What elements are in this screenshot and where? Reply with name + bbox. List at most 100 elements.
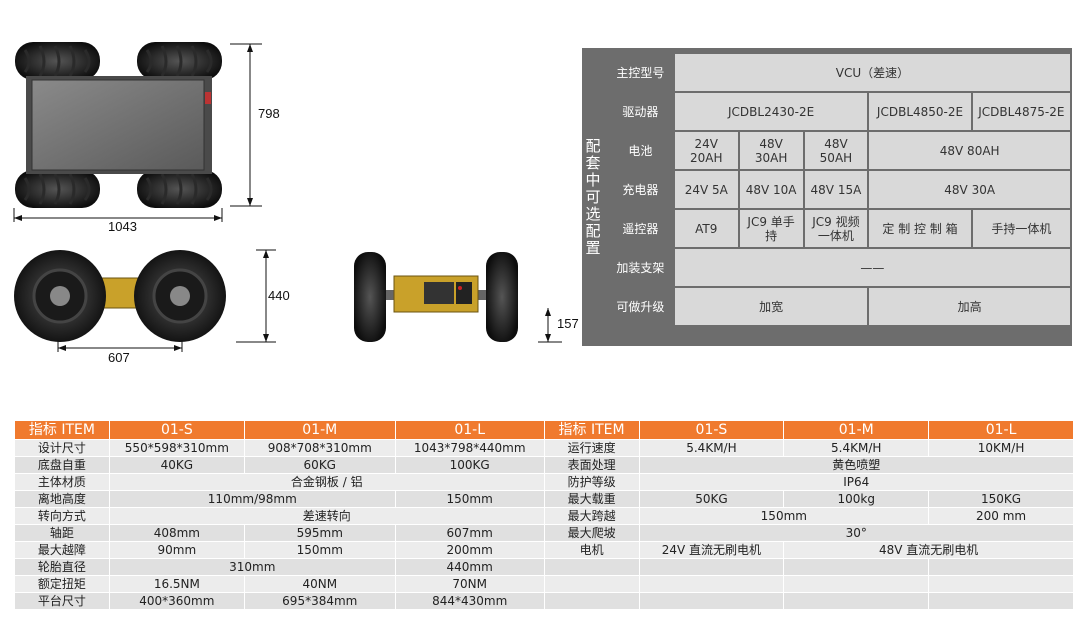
spec-cell: 最大跨越: [544, 508, 639, 524]
spec-cell: 110mm/98mm: [109, 491, 395, 507]
spec-cell: [784, 593, 929, 609]
config-row-head: 主控型号: [608, 54, 673, 91]
spec-cell: 合金钢板 / 铝: [109, 474, 544, 490]
dim-top-height: 798: [258, 106, 280, 121]
spec-cell: 40KG: [109, 457, 244, 473]
spec-header: 指标 ITEM: [15, 421, 109, 439]
config-row-head: 充电器: [608, 171, 673, 208]
config-row-head: 可做升级: [608, 288, 673, 325]
config-cell: 24V 5A: [674, 171, 738, 208]
config-cell: 加宽: [674, 288, 868, 325]
config-row: 加装支架——: [608, 249, 1070, 286]
spec-cell: 平台尺寸: [15, 593, 109, 609]
config-cell: JCDBL4875-2E: [972, 93, 1070, 130]
spec-cell: 100KG: [395, 457, 544, 473]
spec-cell: 60KG: [244, 457, 395, 473]
spec-cell: 16.5NM: [109, 576, 244, 592]
spec-header: 指标 ITEM: [544, 421, 639, 439]
config-row-head: 遥控器: [608, 210, 673, 247]
spec-header: 01-M: [244, 421, 395, 439]
config-cell: AT9: [674, 210, 738, 247]
side-wheel-rear: [134, 250, 226, 342]
top-view-drawing: [13, 42, 262, 222]
spec-cell: [639, 576, 784, 592]
spec-cell: 150mm: [395, 491, 544, 507]
spec-cell: [784, 576, 929, 592]
top-wheel-fr: [137, 42, 222, 80]
spec-cell: 差速转向: [109, 508, 544, 524]
config-cell: 48V 15A: [804, 171, 868, 208]
spec-cell: 1043*798*440mm: [395, 440, 544, 456]
spec-cell: 10KM/H: [929, 440, 1073, 456]
spec-cell: 100kg: [784, 491, 929, 507]
config-side-char: 配: [585, 136, 601, 155]
spec-cell: IP64: [639, 474, 1073, 490]
spec-cell: 50KG: [639, 491, 784, 507]
top-wheel-rl: [15, 170, 100, 208]
spec-cell: 70NM: [395, 576, 544, 592]
config-cell: ——: [674, 249, 1070, 286]
side-wheel-front: [14, 250, 106, 342]
config-cell: 手持一体机: [972, 210, 1070, 247]
spec-cell: 440mm: [395, 559, 544, 575]
config-cell: 48V 30AH: [739, 132, 803, 169]
spec-cell: 5.4KM/H: [784, 440, 929, 456]
config-cell: 定 制 控 制 箱: [869, 210, 971, 247]
spec-cell: 额定扭矩: [15, 576, 109, 592]
config-side-char: 可: [585, 187, 601, 206]
config-side-label: 配套中可选配置: [582, 48, 604, 346]
config-cell: 24V 20AH: [674, 132, 738, 169]
config-cell: 48V 30A: [869, 171, 1070, 208]
spec-header: 01-M: [784, 421, 929, 439]
spec-cell: 设计尺寸: [15, 440, 109, 456]
spec-cell: [784, 559, 929, 575]
spec-cell: 轮胎直径: [15, 559, 109, 575]
spec-cell: 30°: [639, 525, 1073, 541]
spec-cell: 底盘自重: [15, 457, 109, 473]
spec-cell: 200 mm: [929, 508, 1073, 524]
spec-cell: 防护等级: [544, 474, 639, 490]
config-cell: VCU（差速）: [674, 54, 1070, 91]
spec-cell: 550*598*310mm: [109, 440, 244, 456]
config-side-char: 套: [585, 153, 601, 172]
spec-cell: [639, 559, 784, 575]
config-row-head: 电池: [608, 132, 673, 169]
spec-cell: 908*708*310mm: [244, 440, 395, 456]
config-side-char: 置: [585, 238, 601, 257]
spec-cell: 转向方式: [15, 508, 109, 524]
spec-cell: 408mm: [109, 525, 244, 541]
spec-cell: 最大越障: [15, 542, 109, 558]
spec-cell: 离地高度: [15, 491, 109, 507]
front-wheel-left: [354, 252, 386, 342]
top-plate: [31, 79, 205, 171]
spec-cell: 40NM: [244, 576, 395, 592]
top-wheel-rr: [137, 170, 222, 208]
config-cell: 48V 10A: [739, 171, 803, 208]
spec-cell: [544, 593, 639, 609]
dim-top-width: 1043: [108, 219, 137, 234]
spec-header: 01-L: [395, 421, 544, 439]
spec-cell: 607mm: [395, 525, 544, 541]
config-cell: JCDBL2430-2E: [674, 93, 868, 130]
spec-header: 01-S: [639, 421, 784, 439]
spec-cell: [639, 593, 784, 609]
config-cell: 48V 50AH: [804, 132, 868, 169]
spec-cell: 150mm: [244, 542, 395, 558]
spec-cell: [929, 559, 1073, 575]
spec-cell: 24V 直流无刷电机: [639, 542, 784, 558]
spec-cell: 695*384mm: [244, 593, 395, 609]
spec-cell: 主体材质: [15, 474, 109, 490]
spec-cell: 表面处理: [544, 457, 639, 473]
config-side-char: 选: [585, 204, 601, 223]
config-row-head: 加装支架: [608, 249, 673, 286]
